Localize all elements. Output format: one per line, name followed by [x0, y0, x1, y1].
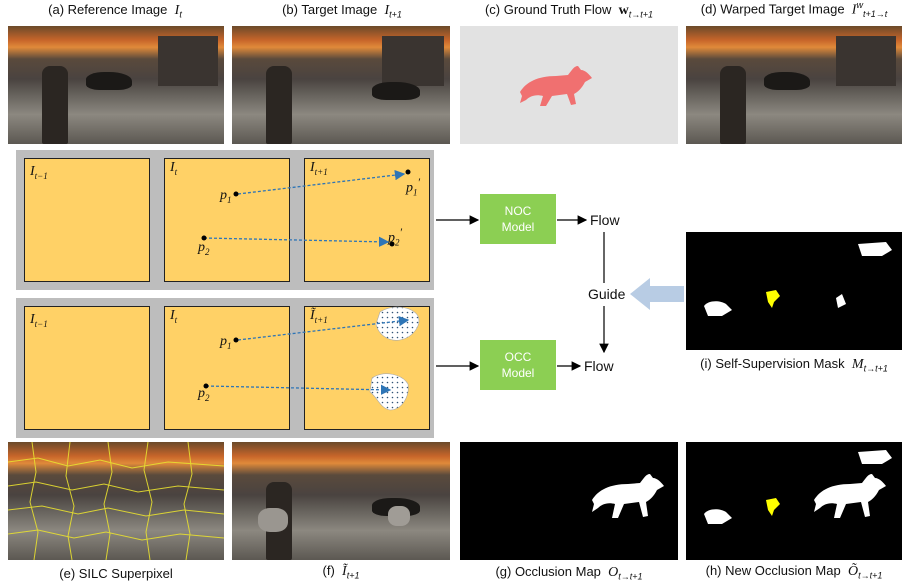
silc-superpixel-image [8, 442, 224, 560]
noc-point-p2-prime-dot [389, 241, 395, 247]
target-image [232, 26, 450, 144]
noc-frame-current-label: It [170, 160, 178, 177]
noc-flow-label: Flow [590, 212, 620, 228]
noc-point-p2-prime-label: p2′ [388, 226, 403, 248]
occlusion-map-image [460, 442, 678, 560]
caption-occlusion-map: (g) Occlusion Map Ot→t+1 [495, 564, 643, 582]
occ-point-p1-dot [233, 337, 239, 343]
occ-point-p2-label: p2 [198, 386, 210, 403]
guide-arrow [630, 278, 684, 310]
noc-frame-prev-label: It−1 [30, 164, 48, 181]
noc-point-p2-dot [201, 235, 207, 241]
caption-reference-image: (a) Reference Image It [48, 2, 182, 20]
caption-silc-superpixel: (e) SILC Superpixel [59, 566, 173, 581]
mask-blobs [704, 242, 892, 316]
occ-point-p2-dot [203, 383, 209, 389]
noc-point-p1-dot [233, 191, 239, 197]
occ-frame-prev [24, 306, 150, 430]
occ-motion-arrows [203, 315, 410, 396]
occ-patch-1 [375, 306, 420, 341]
warped-target-image [686, 26, 902, 144]
new-occlusion-blobs [704, 450, 892, 524]
noc-frame-current [164, 158, 290, 282]
occ-frame-current [164, 306, 290, 430]
superpixel-grid [8, 442, 224, 560]
occ-flow-label: Flow [584, 358, 614, 374]
new-occlusion-map-image [686, 442, 902, 560]
noc-frame-prev [24, 158, 150, 282]
modified-target-image [232, 442, 450, 560]
occ-patch-2 [369, 373, 409, 411]
caption-target-image: (b) Target Image It+1 [282, 2, 402, 20]
caption-warped-target-image: (d) Warped Target Image Iwt+1→t [700, 0, 888, 19]
self-supervision-mask-image [686, 232, 902, 350]
occlusion-fox [592, 474, 664, 518]
occ-frame-prev-label: It−1 [30, 312, 48, 329]
caption-self-supervision-mask: (i) Self-Supervision Mask Mt→t+1 [700, 356, 888, 374]
noc-point-p1-label: p1 [220, 188, 232, 205]
occ-point-p1-label: p1 [220, 334, 232, 351]
noc-point-p1-prime-dot [405, 169, 411, 175]
noc-frame-next-label: It+1 [310, 160, 328, 177]
flow-fox-silhouette [520, 66, 592, 106]
reference-image [8, 26, 224, 144]
caption-new-occlusion-map: (h) New Occlusion Map Õt→t+1 [705, 563, 883, 581]
noc-frame-next [304, 158, 430, 282]
occ-frame-current-label: It [170, 308, 178, 325]
ground-truth-flow-image [460, 26, 678, 144]
noc-motion-arrows [201, 169, 411, 248]
occ-frame-next-label: Ĩt+1 [310, 308, 328, 325]
noc-point-p1-prime-label: p1′ [406, 176, 421, 198]
caption-ground-truth-flow: (c) Ground Truth Flow wt→t+1 [484, 2, 654, 20]
noc-point-p2-label: p2 [198, 240, 210, 257]
guide-label: Guide [588, 286, 626, 302]
caption-modified-target: (f) Ĩt+1 [322, 563, 360, 581]
